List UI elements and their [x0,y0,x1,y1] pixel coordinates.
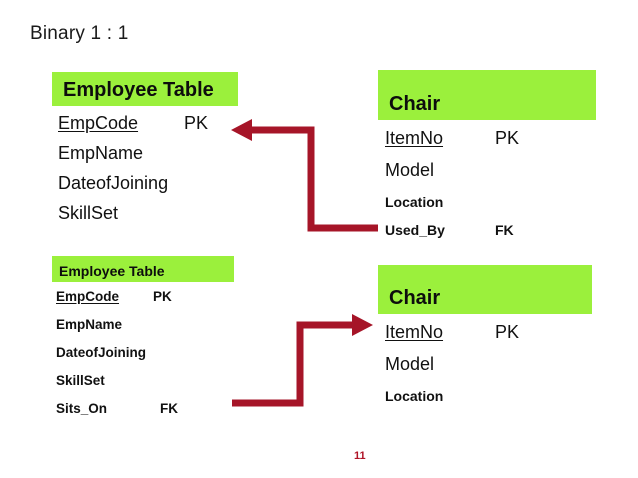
attribute-name: EmpCode [56,289,120,304]
attribute-name: ItemNo [385,128,444,148]
attribute-row: Location [385,388,443,404]
entity-chair-bottom: Chair ItemNo PK Model Location [378,265,592,410]
entity-header-employee-top: Employee Table [52,72,238,106]
attribute-name: Location [385,388,444,404]
attribute-name: DateofJoining [58,173,169,193]
attribute-row: ItemNo [385,128,443,149]
attribute-row: Model [385,160,434,181]
entity-header-chair-bottom: Chair [378,265,592,314]
attribute-name: EmpCode [58,113,139,133]
attribute-key: PK [495,128,520,148]
attribute-name: EmpName [56,317,123,332]
attribute-row: SkillSet [56,373,105,388]
attribute-row: DateofJoining [58,173,168,194]
attribute-name: EmpName [58,143,144,163]
attribute-name: Location [385,194,444,210]
attribute-row: Sits_On [56,401,107,416]
attribute-name: Used_By [385,222,445,238]
attribute-key: PK [184,113,209,133]
attribute-row: SkillSet [58,203,118,224]
entity-header-chair-top: Chair [378,70,596,120]
entity-chair-top: Chair ItemNo PK Model Location Used_By F… [378,70,596,245]
entity-title: Chair [389,287,441,309]
attribute-name: Sits_On [56,401,108,416]
attribute-name: DateofJoining [56,345,146,360]
connector-employee-sitson-to-chair [232,314,373,407]
entity-title: Employee Table [59,263,165,279]
attribute-name: Model [385,160,435,180]
attribute-key: FK [495,222,514,238]
entity-title: Employee Table [63,79,214,101]
attribute-row: Location [385,194,443,210]
attribute-row: EmpCode [58,113,138,134]
entity-employee-bottom: Employee Table EmpCode PK EmpName Dateof… [52,256,234,421]
attribute-key: PK [153,289,172,304]
entity-title: Chair [389,93,441,115]
attribute-row: EmpName [58,143,143,164]
attribute-row: ItemNo [385,322,443,343]
attribute-row: EmpCode [56,289,119,304]
connector-line [252,126,378,232]
page-title: Binary 1 : 1 [30,23,129,44]
page-number: 11 [354,450,366,462]
connector-chair-usedby-to-employee [231,119,378,232]
attribute-row: Used_By [385,222,445,238]
attribute-row: Model [385,354,434,375]
attribute-name: SkillSet [56,373,105,388]
entity-header-employee-bottom: Employee Table [52,256,234,282]
connector-line [232,321,352,407]
arrowhead-right-icon [352,314,373,336]
attribute-row: EmpName [56,317,122,332]
attribute-name: SkillSet [58,203,119,223]
attribute-key: PK [495,322,520,342]
entity-employee-top: Employee Table EmpCode PK EmpName Dateof… [52,72,238,232]
attribute-row: DateofJoining [56,345,146,360]
attribute-key: FK [160,401,178,416]
attribute-name: Model [385,354,435,374]
attribute-name: ItemNo [385,322,444,342]
